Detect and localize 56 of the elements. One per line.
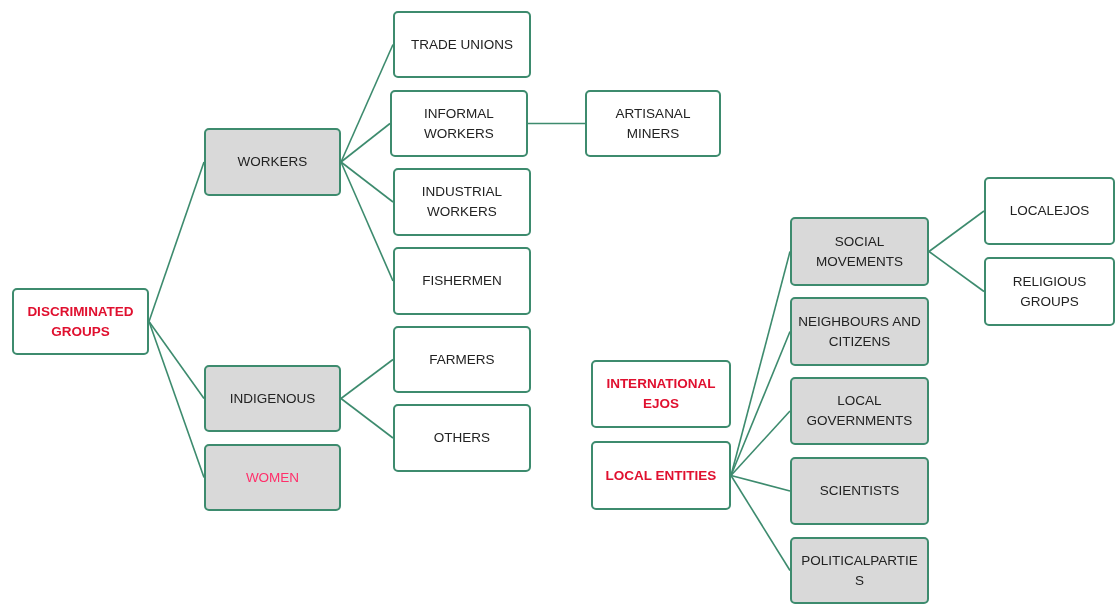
node-label: INTERNATIONAL EJOS: [605, 375, 717, 413]
node-label: LOCAL GOVERNMENTS: [805, 392, 914, 430]
node-box: [12, 288, 149, 355]
node-label: POLITICALPARTIES: [800, 551, 919, 590]
connector-line: [730, 474, 791, 572]
node-label: LOCAL ENTITIES: [605, 466, 717, 485]
node-box: [393, 404, 531, 472]
node-label: FARMERS: [429, 350, 495, 369]
connector-line: [340, 43, 394, 163]
node-box: [790, 297, 929, 366]
connector-line: [148, 320, 205, 479]
node-box: [591, 360, 731, 428]
node-box: [204, 444, 341, 511]
node-box: [790, 217, 929, 286]
node-label: INDUSTRIAL WORKERS: [420, 183, 504, 221]
connector-line: [928, 250, 985, 293]
connector-line: [527, 122, 586, 125]
node-label: SCIENTISTS: [819, 482, 900, 501]
node-label: TRADE UNIONS: [411, 35, 513, 54]
node-label: SOCIAL MOVEMENTS: [815, 232, 904, 271]
connector-line: [730, 330, 791, 477]
node-box: [393, 168, 531, 236]
connector-line: [928, 210, 985, 253]
node-label: NEIGHBOURS AND CITIZENS: [798, 312, 921, 351]
node-label: FISHERMEN: [422, 272, 502, 291]
node-label: OTHERS: [433, 429, 491, 448]
connector-line: [340, 122, 391, 163]
node-box: [393, 326, 531, 393]
connector-line: [730, 410, 791, 477]
connector-line: [730, 474, 791, 492]
connector-line: [340, 397, 394, 439]
node-label: WORKERS: [237, 153, 308, 172]
node-box: [585, 90, 721, 157]
connector-line: [340, 161, 394, 282]
node-box: [390, 90, 528, 157]
node-label: WOMEN: [245, 468, 300, 487]
node-box: [984, 257, 1115, 326]
connector-line: [148, 161, 205, 323]
node-box: [790, 377, 929, 445]
node-box: [393, 247, 531, 315]
node-label: RELIGIOUS GROUPS: [1011, 272, 1088, 311]
node-box: [204, 365, 341, 432]
node-label: INDIGENOUS: [229, 389, 316, 408]
node-box: [393, 11, 531, 78]
node-label: DISCRIMINATED GROUPS: [26, 302, 135, 341]
connector-line: [148, 320, 205, 400]
node-box: [984, 177, 1115, 245]
node-label: INFORMAL WORKERS: [423, 104, 495, 143]
connector-line: [340, 358, 394, 400]
node-box: [790, 537, 929, 604]
node-box: [204, 128, 341, 196]
node-box: [591, 441, 731, 510]
connector-line: [340, 161, 394, 203]
node-label: LOCALEJOS: [1009, 202, 1090, 221]
node-box: [790, 457, 929, 525]
node-label: ARTISANAL MINERS: [614, 104, 692, 143]
